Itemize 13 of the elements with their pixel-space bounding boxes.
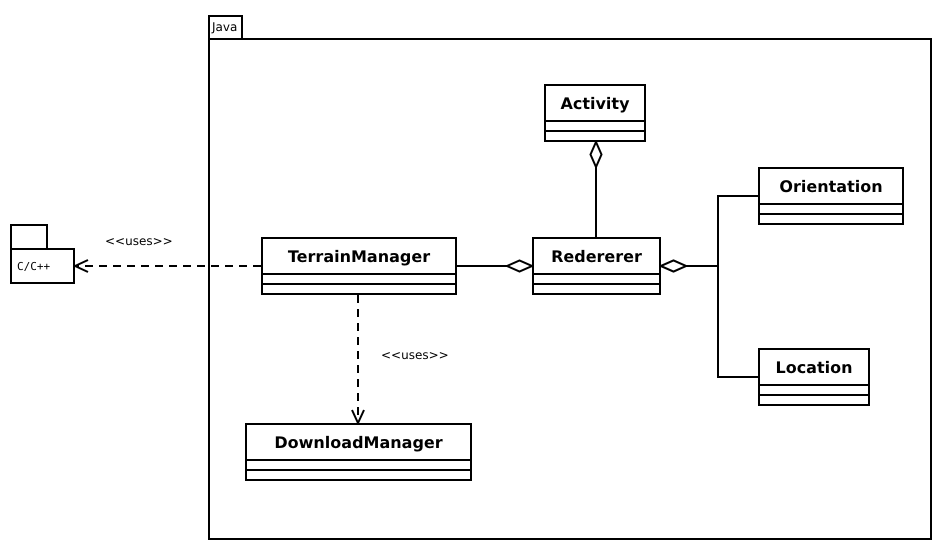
aggregation-line: [660, 260, 758, 378]
class-name: DownloadManager: [273, 432, 444, 454]
aggregation-line: [590, 141, 602, 237]
class-name: Redererer: [550, 246, 643, 268]
package-name: Java: [208, 15, 244, 38]
class-name: Orientation: [778, 176, 884, 198]
dependency-arrow: [351, 295, 365, 424]
class-name: TerrainManager: [286, 246, 432, 268]
aggregation-line: [457, 260, 533, 272]
class-name: Activity: [560, 92, 630, 114]
class-name: Location: [774, 356, 854, 378]
package-box: C/C++: [10, 248, 75, 284]
dependency-arrow: [74, 259, 261, 273]
